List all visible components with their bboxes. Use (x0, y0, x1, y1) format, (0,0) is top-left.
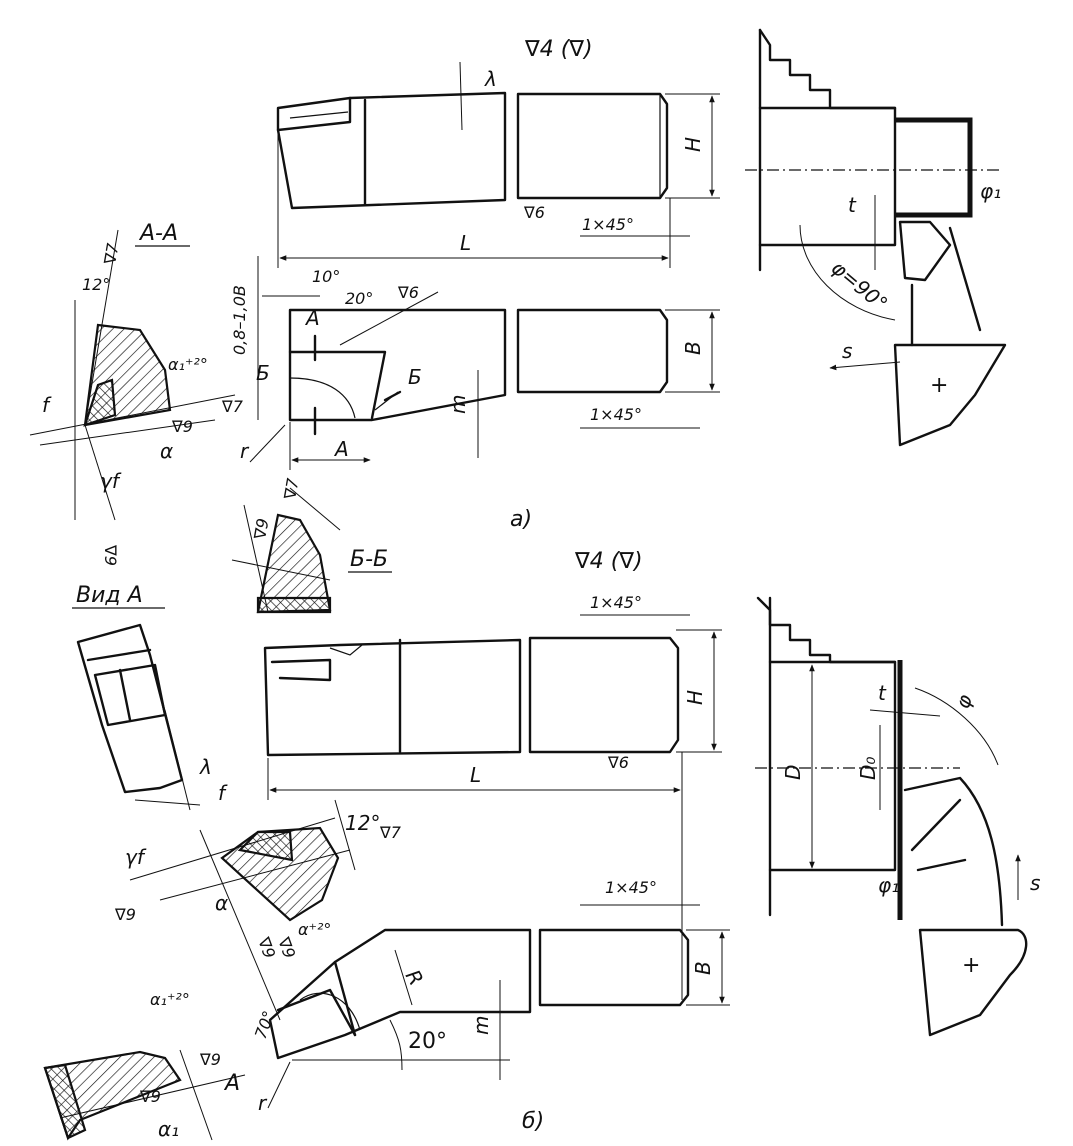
fig-a-m-label: m (446, 395, 470, 414)
fig-b-rough-9c: ∇9 (274, 934, 299, 961)
fig-b-view-a-shape (76, 623, 201, 811)
fig-b-machining (755, 596, 1028, 1037)
fig-a: ∇4 (∇) H λ ∇6 1×45° L (29, 28, 1007, 614)
fig-a-ang-10: 10° (312, 267, 340, 286)
fig-a-A-dim: A (333, 437, 349, 461)
fig-a-section-aa-shape (29, 229, 236, 521)
fig-a-dim-B: B (665, 309, 720, 393)
fig-a-range: 0,8–1,0B (230, 285, 249, 355)
fig-a-holder-plan (288, 308, 669, 436)
fig-b-phi1: φ₁ (878, 873, 899, 897)
fig-b-ang-12: 12° (345, 811, 380, 835)
fig-a-surface-mark: ∇4 (∇) (524, 37, 593, 62)
fig-a-r-label: r (240, 439, 250, 463)
fig-b-lambda: λ (199, 755, 212, 779)
fig-b-rough-9: ∇9 (114, 905, 136, 924)
fig-a-rough-6: ∇6 (523, 203, 545, 222)
fig-a-B-label: B (681, 341, 705, 355)
fig-a-phi: φ=90° (827, 255, 893, 315)
fig-b-rough-9d: ∇9 (199, 1050, 221, 1069)
fig-a-ang-12: 12° (82, 275, 110, 294)
fig-a-machining (745, 28, 1007, 447)
fig-b-holder-plan (268, 928, 690, 1060)
fig-b-caption: б) (522, 1109, 544, 1134)
fig-a-L-label: L (460, 231, 471, 255)
fig-a-gamma: γf (100, 469, 122, 493)
fig-b-B-label: B (691, 961, 715, 975)
fig-a-plus: + (930, 373, 948, 398)
fig-a-section-bb (231, 487, 341, 614)
fig-b-section-main (129, 799, 356, 1021)
fig-b-chamfer-top: 1×45° (590, 593, 642, 612)
fig-b-r-label: r (258, 1091, 268, 1115)
fig-a-holder-top (276, 91, 669, 210)
fig-b-f: f (218, 781, 228, 805)
fig-b-chamfer-bottom: 1×45° (605, 878, 657, 897)
fig-a-section-bb-label: Б-Б (350, 547, 388, 572)
fig-b-H-label: H (683, 690, 707, 705)
fig-b-alpha-tol: α⁺²° (298, 920, 331, 939)
fig-b-section-lower (43, 1049, 246, 1141)
fig-a-bb-rough-2: ∇7 (280, 476, 303, 502)
fig-b: ∇4 (∇) Вид А λ 1×45° H ∇6 (43, 549, 1040, 1141)
fig-b-view-a: Вид А (76, 583, 143, 608)
fig-a-f: f (42, 393, 52, 417)
fig-a-alpha: α (160, 439, 173, 463)
fig-a-chamfer-top: 1×45° (582, 215, 634, 234)
fig-b-rough-6: ∇6 (607, 753, 629, 772)
fig-b-m-label: m (469, 1016, 493, 1035)
fig-b-rough-9b: ∇9 (254, 934, 279, 961)
fig-a-caption: а) (510, 507, 532, 532)
fig-a-rough-9: ∇9 (171, 417, 193, 436)
fig-b-A-mark: А (223, 1071, 240, 1096)
fig-a-section-aa: А-А (138, 221, 178, 246)
fig-a-dim-L: L (277, 132, 671, 268)
fig-a-H-label: H (681, 137, 705, 152)
fig-a-ang-20: 20° (345, 289, 373, 308)
fig-b-D-label: D (781, 765, 805, 780)
fig-a-t-label: t (848, 193, 857, 217)
fig-a-A-mark: А (304, 306, 320, 330)
fig-b-rough-7: ∇7 (379, 823, 402, 842)
fig-a-phi1: φ₁ (980, 179, 1001, 203)
fig-b-surface-mark: ∇4 (∇) (574, 549, 643, 574)
fig-b-alpha: α (215, 891, 228, 915)
fig-b-holder-top (263, 636, 680, 757)
fig-b-D0-label: D₀ (856, 757, 880, 780)
fig-a-lambda: λ (484, 67, 497, 91)
fig-a-rough-6b: ∇6 (397, 283, 419, 302)
fig-b-R-label: R (401, 966, 429, 990)
fig-a-chamfer-bottom: 1×45° (590, 405, 642, 424)
fig-b-L-label: L (470, 763, 481, 787)
fig-a-s-label: s (842, 339, 852, 363)
fig-b-rough-9-lower: ∇9 (139, 1087, 161, 1106)
fig-a-dim-H: H (665, 93, 720, 199)
fig-a-aa-rough-1: ∇7 (100, 241, 123, 267)
fig-b-plus: + (962, 953, 980, 978)
fig-b-gamma: γf (125, 845, 147, 869)
fig-b-alpha1-b: α₁ (158, 1117, 179, 1141)
fig-a-aa-rough-3: ∇9 (101, 544, 120, 566)
fig-b-t-label: t (878, 681, 887, 705)
fig-b-alpha1: α₁⁺²° (150, 990, 190, 1009)
fig-b-s-label: s (1030, 871, 1040, 895)
fig-a-rough-7: ∇7 (221, 397, 244, 416)
fig-a-B-mark2: Б (408, 365, 422, 389)
fig-a-bb-rough-1: ∇9 (250, 517, 273, 542)
fig-a-B-mark: Б (256, 361, 270, 385)
fig-b-ang-20: 20° (408, 1029, 447, 1054)
fig-a-alpha1: α₁⁺²° (168, 355, 208, 374)
